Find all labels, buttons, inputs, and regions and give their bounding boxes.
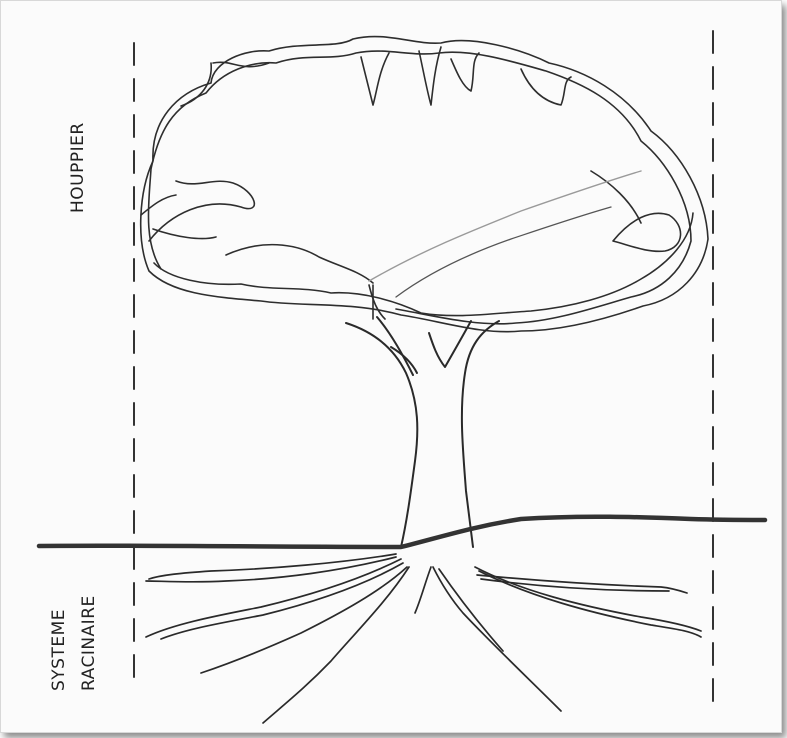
tree-crown xyxy=(141,37,708,332)
inner-branch-2 xyxy=(396,207,611,297)
inner-branch xyxy=(369,171,641,281)
tree-trunk xyxy=(346,317,499,547)
label-racinaire: RACINAIRE xyxy=(79,595,99,691)
label-systeme: SYSTEME xyxy=(49,609,69,691)
label-houppier: HOUPPIER xyxy=(68,122,88,213)
root-system xyxy=(146,554,701,723)
